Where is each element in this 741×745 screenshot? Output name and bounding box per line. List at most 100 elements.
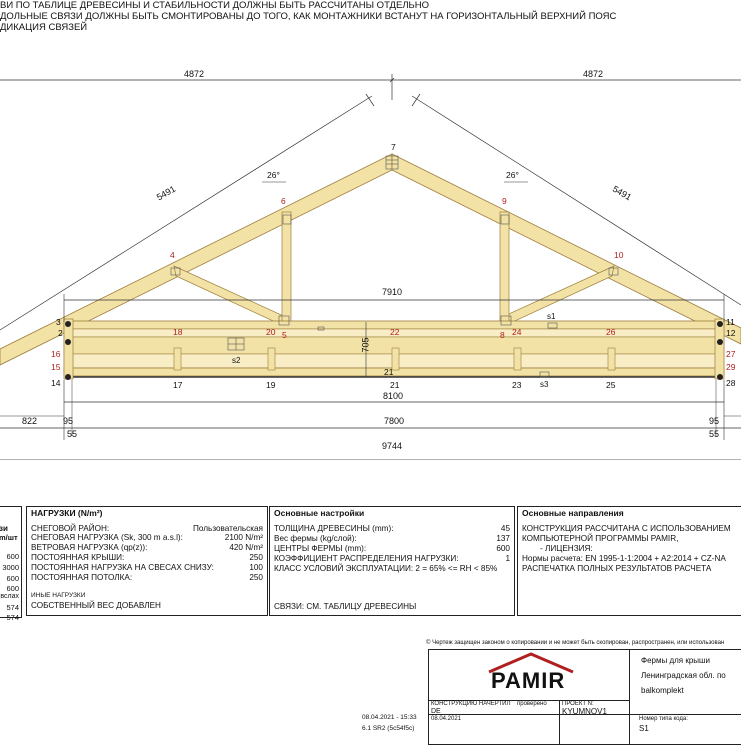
checked-label: проверено bbox=[517, 701, 547, 707]
settings-table: Основные настройки ТОЛЩИНА ДРЕВЕСИНЫ (mm… bbox=[269, 506, 515, 616]
node-15: 15 bbox=[51, 362, 61, 372]
partial-value: 600 bbox=[6, 552, 19, 561]
dim-9744: 9744 bbox=[382, 441, 403, 451]
label-s2: s2 bbox=[232, 356, 241, 365]
print-date: 08.04.2021 - 15:33 bbox=[362, 714, 417, 721]
label-s3: s3 bbox=[540, 380, 549, 389]
partial-value: 574 bbox=[6, 603, 19, 612]
node-20: 20 bbox=[266, 327, 276, 337]
node-7: 7 bbox=[391, 142, 396, 152]
partial-value: 574 bbox=[6, 613, 19, 622]
node-6: 6 bbox=[281, 196, 286, 206]
loads-row: ПОСТОЯННАЯ ПОТОЛКА:250 bbox=[31, 573, 263, 582]
other-loads-title: ИНЫЕ НАГРУЗКИ bbox=[31, 592, 86, 599]
node-12: 12 bbox=[726, 328, 736, 338]
title-block: PAMIR КОНСТРУКЦИЮ НАЧЕРТИЛ проверено DE … bbox=[428, 649, 741, 745]
dim-95-left: 95 bbox=[63, 416, 74, 426]
type-label: Номер типа кода: bbox=[639, 716, 688, 722]
node-17: 17 bbox=[173, 380, 183, 390]
node-16: 16 bbox=[51, 349, 61, 359]
node-3: 3 bbox=[56, 317, 61, 327]
type-code: S1 bbox=[639, 724, 649, 733]
designer: DE bbox=[431, 708, 441, 715]
dim-7910: 7910 bbox=[382, 287, 403, 297]
dim-top-right: 4872 bbox=[583, 69, 604, 79]
settings-title: Основные настройки bbox=[274, 508, 365, 518]
loads-row: ВЕТРОВАЯ НАГРУЗКА (qp(z)):420 N/m² bbox=[31, 543, 263, 552]
partial-value: 600 bbox=[6, 574, 19, 583]
dim-822: 822 bbox=[22, 416, 38, 426]
product-name: Фермы для крыши bbox=[641, 656, 710, 665]
loads-row: ПОСТОЯННАЯ НАГРУЗКА НА СВЕСАХ СНИЗУ:100 bbox=[31, 563, 263, 572]
location: Ленинградская обл. по bbox=[641, 671, 726, 680]
settings-row: КОЭФФИЦИЕНТ РАСПРЕДЕЛЕНИЯ НАГРУЗКИ:1 bbox=[274, 554, 510, 563]
project-number: KYUMNOV1 bbox=[562, 707, 607, 716]
note-line-3: ДИКАЦИЯ СВЯЗЕЙ bbox=[0, 22, 88, 33]
bracing-note: СВЯЗИ: СМ. ТАБЛИЦУ ДРЕВЕСИНЫ bbox=[274, 602, 417, 611]
loads-title: НАГРУЗКИ (N/m²) bbox=[31, 508, 103, 518]
logo-roof-icon bbox=[488, 652, 574, 674]
node-10: 10 bbox=[614, 250, 624, 260]
node-14: 14 bbox=[51, 378, 61, 388]
pamir-logo: PAMIR bbox=[491, 668, 566, 693]
node-23: 23 bbox=[512, 380, 522, 390]
node-29: 29 bbox=[726, 362, 736, 372]
loads-row: СНЕГОВАЯ НАГРУЗКА (Sk, 300 m a.s.l):2100… bbox=[31, 533, 263, 542]
node-24: 24 bbox=[512, 327, 522, 337]
node-25: 25 bbox=[606, 380, 616, 390]
dim-7800: 7800 bbox=[384, 416, 405, 426]
kit: balkomplekt bbox=[641, 686, 684, 695]
dim-8100: 8100 bbox=[383, 391, 404, 401]
loads-row: СНЕГОВОЙ РАЙОН:Пользовательская bbox=[31, 524, 263, 533]
label-s1: s1 bbox=[547, 312, 556, 321]
copyright-note: © Чертеж защищен законом о копировании и… bbox=[426, 640, 725, 646]
node-9: 9 bbox=[502, 196, 507, 206]
directions-line: КОНСТРУКЦИЯ РАССЧИТАНА С ИСПОЛЬЗОВАНИЕМ bbox=[522, 524, 731, 533]
directions-line: РАСПЕЧАТКА ПОЛНЫХ РЕЗУЛЬТАТОВ РАСЧЕТА bbox=[522, 564, 712, 573]
settings-row: КЛАСС УСЛОВИЙ ЭКСПЛУАТАЦИИ: 2 = 65% <= R… bbox=[274, 564, 498, 573]
dim-top-left: 4872 bbox=[184, 69, 205, 79]
settings-row: ТОЛЩИНА ДРЕВЕСИНЫ (mm):45 bbox=[274, 524, 510, 533]
truss-drawing bbox=[0, 74, 741, 460]
directions-table: Основные направления КОНСТРУКЦИЯ РАССЧИТ… bbox=[517, 506, 741, 616]
note-line-2: ДОЛЬНЫЕ СВЯЗИ ДОЛЖНЫ БЫТЬ СМОНТИРОВАНЫ Д… bbox=[0, 11, 617, 22]
date-small: 08.04.2021 bbox=[431, 716, 462, 722]
node-18: 18 bbox=[173, 327, 183, 337]
node-8: 8 bbox=[500, 330, 505, 340]
node-2: 2 bbox=[58, 328, 63, 338]
node-22: 22 bbox=[390, 327, 400, 337]
angle-right: 26° bbox=[506, 170, 519, 180]
partial-unit: m/шт bbox=[0, 533, 18, 542]
node-5: 5 bbox=[282, 330, 287, 340]
node-26: 26 bbox=[606, 327, 616, 337]
version: 6.1 SR2 (5c54f5c) bbox=[362, 725, 415, 732]
dim-95-right: 95 bbox=[709, 416, 720, 426]
partial-value: 600 bbox=[6, 584, 19, 593]
dim-705: 705 bbox=[360, 337, 371, 353]
partial-value: 3000 bbox=[2, 563, 19, 572]
dim-55-right: 55 bbox=[709, 429, 720, 439]
partial-value: вслах bbox=[0, 593, 19, 600]
directions-line: КОМПЬЮТЕРНОЙ ПРОГРАММЫ PAMIR, bbox=[522, 534, 679, 543]
directions-line: Нормы расчета: EN 1995-1-1:2004 + A2:201… bbox=[522, 554, 726, 563]
dim-55-left: 55 bbox=[67, 429, 78, 439]
node-4: 4 bbox=[170, 250, 175, 260]
node-28: 28 bbox=[726, 378, 736, 388]
partial-title: зи bbox=[0, 524, 8, 533]
note-line-1: ВИ ПО ТАБЛИЦЕ ДРЕВЕСИНЫ И СТАБИЛЬНОСТИ Д… bbox=[0, 0, 430, 11]
node-19: 19 bbox=[266, 380, 276, 390]
settings-row: ЦЕНТРЫ ФЕРМЫ (mm):600 bbox=[274, 544, 510, 553]
loads-table: НАГРУЗКИ (N/m²) СНЕГОВОЙ РАЙОН:Пользоват… bbox=[26, 506, 268, 616]
node-27: 27 bbox=[726, 349, 736, 359]
project-label: ПРОЕКТ N: bbox=[562, 701, 594, 707]
angle-left: 26° bbox=[267, 170, 280, 180]
directions-line: - ЛИЦЕНЗИЯ: bbox=[540, 544, 593, 553]
node-710: 21 bbox=[384, 367, 394, 377]
self-weight: СОБСТВЕННЫЙ ВЕС ДОБАВЛЕН bbox=[31, 601, 161, 610]
node-11: 11 bbox=[726, 317, 735, 327]
node-21: 21 bbox=[390, 380, 400, 390]
loads-row: ПОСТОЯННАЯ КРЫШИ:250 bbox=[31, 553, 263, 562]
settings-row: Вес фермы (kg/слой):137 bbox=[274, 534, 510, 543]
partial-table: зи m/шт 600 3000 600 600 вслах 574 574 bbox=[0, 506, 22, 622]
directions-title: Основные направления bbox=[522, 508, 624, 518]
